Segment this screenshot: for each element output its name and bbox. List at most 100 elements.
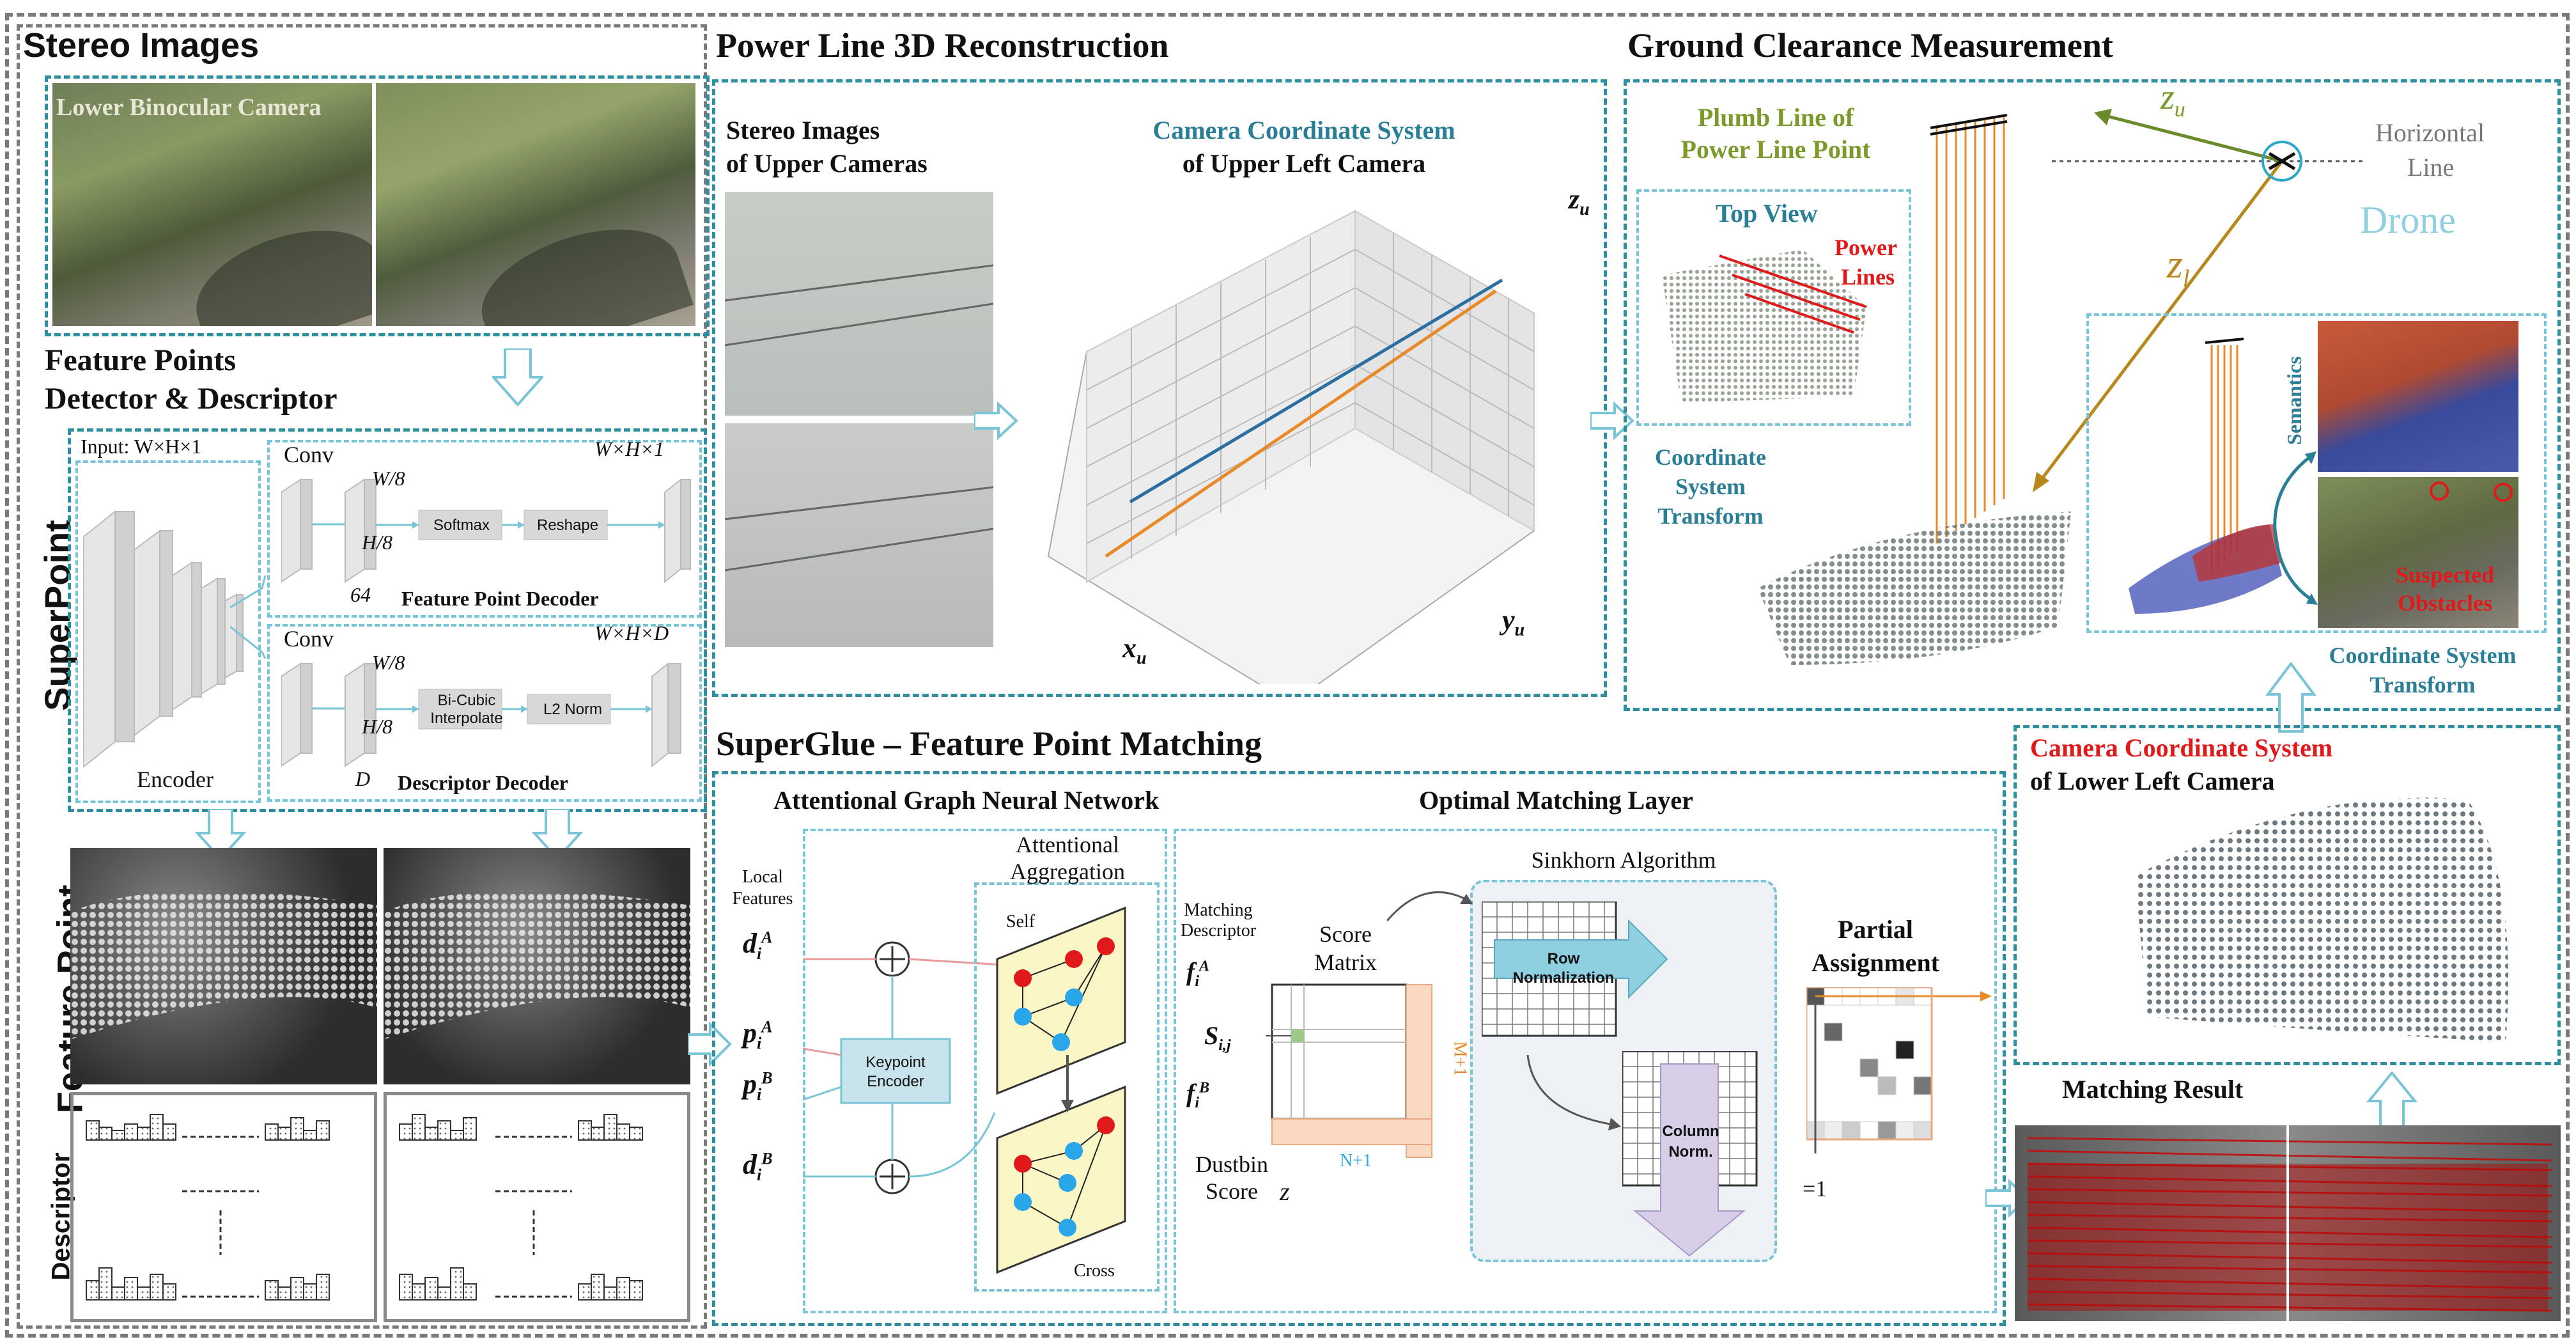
top-view-frame (1636, 189, 1911, 426)
cst1-1: Coordinate (1655, 444, 1766, 470)
sub-i: i (757, 1033, 762, 1052)
oml-title: Optimal Matching Layer (1419, 786, 1693, 815)
w8-label-b: W/8 (372, 651, 405, 674)
ccs-upper-2: of Upper Left Camera (1182, 149, 1426, 178)
feature-left-photo (70, 848, 377, 1084)
colnorm-2: Norm. (1668, 1143, 1713, 1160)
axis-x: x (1122, 632, 1137, 664)
power-lines-2: Lines (1841, 264, 1895, 290)
eq1-label: =1 (1803, 1176, 1827, 1201)
keypoint-dots (70, 891, 377, 1040)
matching-desc-1: Matching (1184, 900, 1253, 920)
3d-plot (1010, 173, 1598, 684)
descriptor-left-frame (70, 1092, 377, 1322)
cst1-3: Transform (1657, 503, 1764, 529)
suspected-2: Obstacles (2398, 590, 2492, 616)
keypoint-2: Encoder (867, 1073, 924, 1090)
sub-ij: i,j (1218, 1037, 1231, 1054)
rownorm-1: Row (1547, 950, 1580, 967)
d-var: d (743, 1149, 757, 1180)
stereo-images-title: Stereo Images (23, 26, 260, 65)
right-arrow-icon (688, 1022, 733, 1067)
sub-i: i (1195, 1095, 1199, 1111)
self-label: Self (1006, 912, 1036, 932)
bicubic-label: Bi-Cubic Interpolate (430, 692, 503, 727)
matching-result-photo (2015, 1125, 2561, 1321)
semantic-cloud (2122, 332, 2314, 627)
encoder-arrows (230, 563, 275, 678)
down-arrow-icon (532, 809, 583, 860)
desc-decoder-blocks (281, 651, 703, 779)
semantic-photo (2318, 321, 2518, 472)
w8-label-a: W/8 (372, 467, 405, 490)
conv-label-1: Conv (284, 442, 334, 467)
curve-arrow-icon (1521, 1055, 1624, 1145)
horizontal-line-1: Horizontal (2375, 118, 2485, 147)
zu-sub: u (2174, 98, 2185, 122)
size-label-2: W×H×D (594, 621, 669, 645)
cst2-2: Transform (2370, 672, 2476, 698)
reshape-label: Reshape (537, 517, 599, 534)
attn-frame (974, 882, 1160, 1292)
fp-decoder-label: Feature Point Decoder (401, 587, 599, 610)
desc-decoder-frame (267, 624, 702, 802)
stereo-upper-1: Stereo Images (726, 116, 880, 145)
axis-zl-label: zl (2167, 240, 2189, 293)
l2norm-label: L2 Norm (543, 701, 603, 718)
gnn-wiring (803, 908, 1174, 1266)
s-ij-label: Si,j (1204, 1020, 1231, 1054)
f-var: f (1186, 957, 1195, 986)
sup-b: B (761, 1068, 773, 1088)
local-features-1: Local (742, 867, 783, 887)
matching-desc-2: Descriptor (1180, 921, 1257, 941)
descriptor-right-frame (384, 1092, 690, 1322)
p-var: p (743, 1017, 757, 1049)
semantics-frame (2086, 313, 2547, 633)
upper-right-photo (725, 423, 993, 647)
stereo-left-photo: Lower Binocular Camera (52, 83, 372, 326)
superpoint-header-1: Feature Points (45, 343, 237, 377)
curve-arrow-icon (1387, 876, 1477, 934)
superpoint-frame (68, 428, 707, 812)
col-norm-grid (1622, 1051, 1763, 1262)
up-arrow-icon (2265, 662, 2316, 733)
axis-z-label: zu (1569, 183, 1590, 220)
power-lines-1: Power (1835, 235, 1897, 260)
drone-label: Drone (2360, 199, 2456, 241)
axis-zu-label: zu (2161, 77, 2185, 122)
ground-cloud (1751, 499, 2084, 678)
d-a-label: diA (743, 927, 773, 964)
stereo-photos-frame (45, 75, 710, 336)
descriptor-histograms (86, 1114, 330, 1301)
horizontal-line-2: Line (2407, 153, 2455, 182)
oml-frame (1174, 829, 1997, 1313)
outer-frame (5, 13, 2570, 1338)
axis-y: y (1502, 604, 1515, 636)
keypoint-dots (384, 891, 690, 1040)
f-a-label: fiA (1186, 957, 1209, 990)
encoder-label: Encoder (137, 767, 213, 792)
lower-cloud (2109, 774, 2544, 1055)
gnn-title: Attentional Graph Neural Network (773, 786, 1160, 815)
partial-1: Partial (1838, 915, 1913, 944)
zu: z (2161, 77, 2175, 117)
p-a-label: piA (743, 1017, 773, 1053)
obstacle-photo (2318, 477, 2518, 628)
sinkhorn-label: Sinkhorn Algorithm (1531, 847, 1716, 873)
p-b-label: piB (743, 1068, 773, 1104)
h8-label-a: H/8 (362, 531, 392, 554)
ch64-label: 64 (350, 583, 371, 606)
colnorm-1: Column (1662, 1123, 1719, 1140)
keypoint-1: Keypoint (865, 1054, 926, 1071)
dustbin-2: Score (1206, 1178, 1258, 1204)
attn-agg-2: Aggregation (1010, 859, 1125, 884)
axis-y-label: yu (1502, 604, 1525, 641)
partial-matrix (1806, 987, 1998, 1192)
feature-right-photo (384, 848, 690, 1084)
down-arrow-icon (195, 809, 246, 860)
axis-sub: u (1137, 648, 1147, 668)
sub-i: i (1195, 973, 1199, 990)
upper-left-photo (725, 192, 993, 416)
n1-label: N+1 (1340, 1151, 1372, 1171)
up-arrow-icon (2366, 1072, 2417, 1129)
